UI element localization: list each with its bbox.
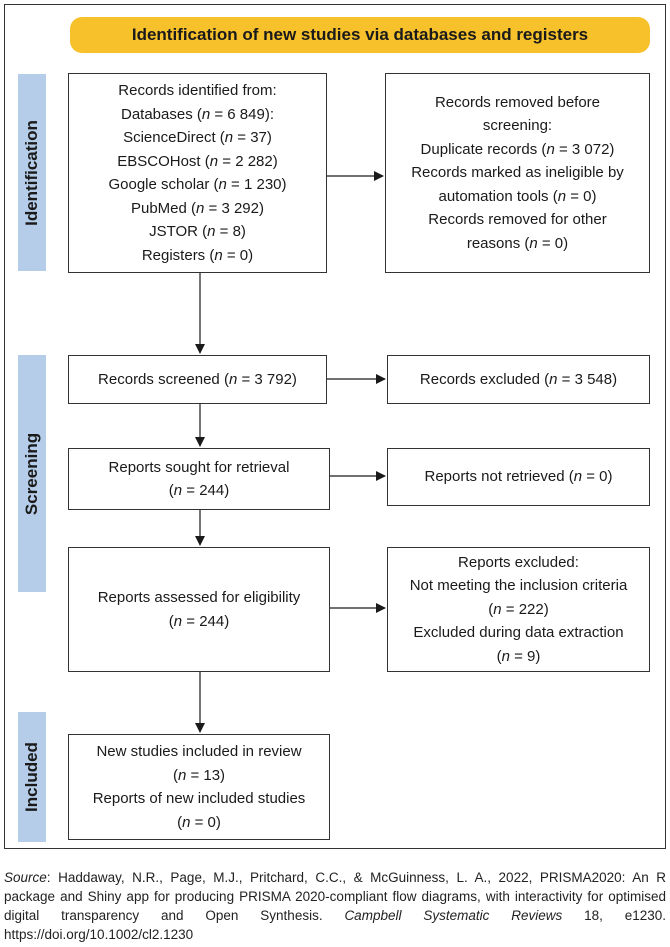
removed-other-reasons: reasons (n = 0) <box>466 234 569 252</box>
records-screened-box: Records screened (n = 3 792) <box>68 355 327 404</box>
source-text: : Haddaway, N.R., Page, M.J., Pritchard,… <box>4 870 666 923</box>
reports-assessed-line-1: Reports assessed for eligibility <box>97 589 301 606</box>
included-reports-count: (n = 0) <box>177 813 221 831</box>
phase-identification: Identification <box>18 74 46 271</box>
removed-line-4: Records marked as ineligible by <box>411 164 624 182</box>
records-excluded-box: Records excluded (n = 3 548) <box>387 355 650 404</box>
records-excluded-text: Records excluded (n = 3 548) <box>419 370 618 388</box>
reports-excluded-line-1: Reports excluded: <box>458 553 579 571</box>
removed-line-1: Records removed before <box>434 93 601 111</box>
reports-excluded-box: Reports excluded: Not meeting the inclus… <box>387 547 650 672</box>
included-line-3: Reports of new included studies <box>92 790 306 807</box>
source-reference: 18, e1230. https://doi.org/10.1002/cl2.1… <box>4 908 666 942</box>
diagram-frame <box>4 4 666 849</box>
reports-sought-box: Reports sought for retrieval (n = 244) <box>68 448 330 510</box>
banner-text: Identification of new studies via databa… <box>131 25 589 44</box>
source-label: Source <box>4 870 47 885</box>
source-pubmed: PubMed (n = 3 292) <box>130 199 264 217</box>
removed-duplicates: Duplicate records (n = 3 072) <box>420 140 615 158</box>
studies-included-box: New studies included in review (n = 13) … <box>68 734 330 840</box>
reports-assessed-box: Reports assessed for eligibility (n = 24… <box>68 547 330 672</box>
records-removed-box: Records removed before screening: Duplic… <box>385 73 650 273</box>
records-identified-box: Records identified from: Databases (n = … <box>68 73 327 273</box>
source-journal: Campbell Systematic Reviews <box>344 908 563 923</box>
reports-not-retrieved-text: Reports not retrieved (n = 0) <box>424 468 613 486</box>
removed-line-6: Records removed for other <box>428 211 607 229</box>
reports-excluded-line-2: Not meeting the inclusion criteria <box>409 577 628 595</box>
removed-line-2: screening: <box>482 117 553 135</box>
source-databases: Databases (n = 6 849): <box>120 105 274 123</box>
reports-excluded-line-4: Excluded during data extraction <box>413 624 624 642</box>
source-registers: Registers (n = 0) <box>141 246 254 264</box>
removed-automation: automation tools (n = 0) <box>438 187 597 205</box>
source-citation: Source: Haddaway, N.R., Page, M.J., Prit… <box>4 868 666 944</box>
reports-not-retrieved-box: Reports not retrieved (n = 0) <box>387 448 650 506</box>
source-sciencedirect: ScienceDirect (n = 37) <box>123 129 272 146</box>
source-google-scholar: Google scholar (n = 1 230) <box>108 176 287 193</box>
source-ebscohost: EBSCOHost (n = 2 282) <box>117 152 278 170</box>
diagram-title-banner: Identification of new studies via databa… <box>70 17 650 53</box>
phase-included: Included <box>18 712 46 842</box>
reports-assessed-count: (n = 244) <box>168 612 230 630</box>
reports-sought-line-1: Reports sought for retrieval <box>108 458 290 476</box>
records-identified-header: Records identified from: <box>118 82 277 99</box>
included-studies-count: (n = 13) <box>172 766 226 784</box>
reports-excluded-extraction-count: (n = 9) <box>496 647 541 665</box>
phase-screening: Screening <box>18 355 46 592</box>
source-jstor: JSTOR (n = 8) <box>149 223 246 240</box>
included-line-1: New studies included in review <box>96 743 302 760</box>
reports-sought-count: (n = 244) <box>168 482 230 499</box>
records-screened-text: Records screened (n = 3 792) <box>98 370 297 388</box>
reports-excluded-criteria-count: (n = 222) <box>488 600 549 618</box>
